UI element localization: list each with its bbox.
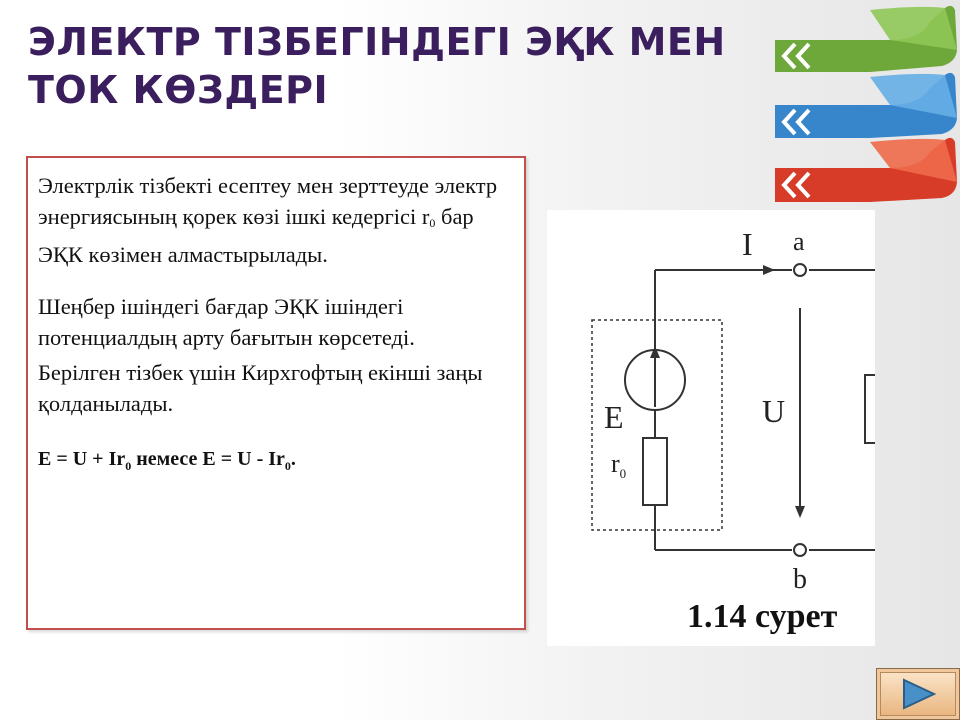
paragraph-2: Шеңбер ішіндегі бағдар ЭҚК ішіндегі поте… — [38, 294, 415, 350]
label-voltage: U — [762, 393, 785, 429]
circuit-svg: I a b E r0 U Rн 1.14 сурет — [591, 226, 875, 635]
formula-subscript-2: 0 — [284, 459, 291, 473]
paragraph-1-text-end: бар ЭҚК көзімен алмастырылады. — [38, 204, 474, 267]
decorative-ribbons — [770, 0, 960, 215]
formula-subscript-1: 0 — [125, 459, 132, 473]
slide-title-line-2: ТОК КӨЗДЕРІ — [28, 68, 329, 112]
paragraph-1-subscript: 0 — [429, 216, 436, 230]
emf-arrowhead — [650, 346, 660, 358]
next-slide-button-face[interactable] — [880, 672, 956, 716]
play-arrow-icon — [903, 678, 937, 710]
kirchhoff-formula: E = U + Ir0 немесе E = U - Ir0. — [38, 445, 514, 480]
slide-title: ЭЛЕКТР ТІЗБЕГІНДЕГІ ЭҚК МЕН ТОК КӨЗДЕРІ — [28, 18, 788, 114]
explanation-textbox: Электрлік тізбекті есептеу мен зерттеуде… — [26, 156, 526, 630]
label-current: I — [742, 226, 753, 262]
paragraph-3: Берілген тізбек үшін Кирхгофтың екінші з… — [38, 360, 483, 416]
label-node-a: a — [793, 227, 805, 256]
circuit-diagram: I a b E r0 U Rн 1.14 сурет — [547, 210, 875, 646]
load-resistor — [864, 374, 875, 444]
blue-ribbon — [775, 72, 957, 138]
formula-part-1: E = U + Ir — [38, 448, 126, 470]
slide-title-line-1: ЭЛЕКТР ТІЗБЕГІНДЕГІ ЭҚК МЕН — [28, 20, 726, 64]
terminal-a — [793, 263, 807, 277]
paragraph-1: Электрлік тізбекті есептеу мен зерттеуде… — [38, 170, 514, 270]
source-dashed-box — [591, 319, 723, 531]
paragraph-1-text: Электрлік тізбекті есептеу мен зерттеуде… — [38, 173, 498, 229]
label-node-b: b — [793, 564, 807, 595]
formula-part-2: немесе E = U - Ir — [131, 448, 285, 470]
formula-part-3: . — [290, 448, 296, 470]
figure-caption: 1.14 сурет — [687, 598, 838, 635]
terminal-b — [793, 543, 807, 557]
red-ribbon — [775, 137, 957, 202]
voltage-arrowhead — [795, 506, 805, 518]
label-emf: E — [604, 399, 624, 435]
internal-resistor — [642, 437, 668, 506]
next-slide-button[interactable] — [876, 668, 960, 720]
label-internal-r: r0 — [611, 449, 626, 481]
current-arrowhead — [763, 265, 775, 275]
green-ribbon — [775, 5, 957, 73]
